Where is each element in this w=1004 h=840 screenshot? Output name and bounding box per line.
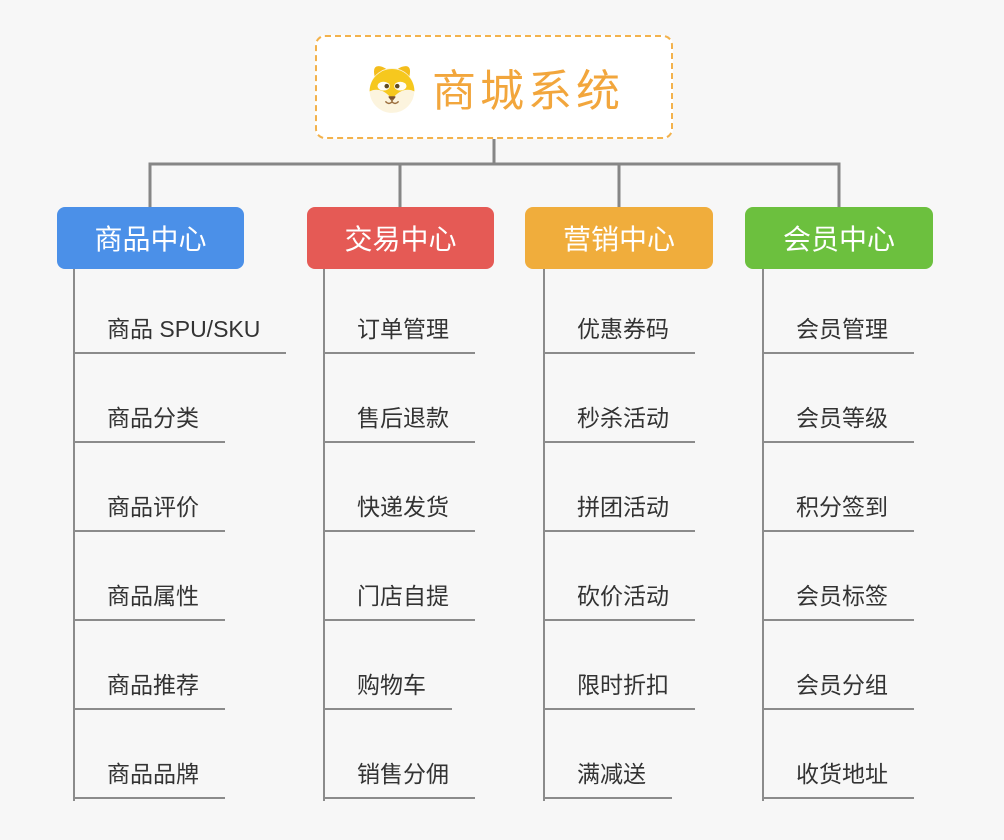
branch-node-trade-center[interactable]: 交易中心 xyxy=(307,207,494,269)
sub-topic[interactable]: 会员分组 xyxy=(762,670,914,710)
branch-children-member-center: 会员管理 会员等级 积分签到 会员标签 会员分组 收货地址 xyxy=(762,269,992,802)
sub-topic[interactable]: 砍价活动 xyxy=(543,581,695,621)
sub-topic[interactable]: 积分签到 xyxy=(762,492,914,532)
branch-label: 营销中心 xyxy=(562,224,675,255)
sub-topic[interactable]: 会员等级 xyxy=(762,403,914,443)
sub-topic[interactable]: 收货地址 xyxy=(762,759,914,799)
branch-children-product-center: 商品 SPU/SKU 商品分类 商品评价 商品属性 商品推荐 商品品牌 xyxy=(73,269,303,802)
sub-topic[interactable]: 拼团活动 xyxy=(543,492,695,532)
sub-topic[interactable]: 商品推荐 xyxy=(73,670,225,710)
sub-topic[interactable]: 销售分佣 xyxy=(323,759,475,799)
branch-node-member-center[interactable]: 会员中心 xyxy=(745,207,933,269)
branch-children-marketing-center: 优惠券码 秒杀活动 拼团活动 砍价活动 限时折扣 满减送 xyxy=(543,269,773,802)
sub-topic[interactable]: 优惠券码 xyxy=(543,314,695,354)
branch-node-marketing-center[interactable]: 营销中心 xyxy=(525,207,713,269)
dog-icon xyxy=(369,66,415,113)
sub-topic[interactable]: 商品评价 xyxy=(73,492,225,532)
branch-label: 会员中心 xyxy=(782,224,895,255)
sub-topic[interactable]: 商品属性 xyxy=(73,581,225,621)
sub-topic[interactable]: 会员标签 xyxy=(762,581,914,621)
branch-node-product-center[interactable]: 商品中心 xyxy=(57,207,244,269)
sub-topic[interactable]: 限时折扣 xyxy=(543,670,695,710)
sub-topic[interactable]: 商品 SPU/SKU xyxy=(73,314,287,354)
branch-label: 商品中心 xyxy=(94,224,207,255)
sub-topic[interactable]: 售后退款 xyxy=(323,403,475,443)
sub-topic[interactable]: 快递发货 xyxy=(323,492,475,532)
sub-topic[interactable]: 购物车 xyxy=(323,670,452,710)
root-title: 商城系统 xyxy=(432,67,624,116)
root-node[interactable]: 商城系统 xyxy=(315,35,673,139)
sub-topic[interactable]: 商品分类 xyxy=(73,403,225,443)
branch-children-trade-center: 订单管理 售后退款 快递发货 门店自提 购物车 销售分佣 xyxy=(323,269,553,802)
sub-topic[interactable]: 秒杀活动 xyxy=(543,403,695,443)
sub-topic[interactable]: 门店自提 xyxy=(323,581,475,621)
branch-label: 交易中心 xyxy=(344,224,457,255)
sub-topic[interactable]: 满减送 xyxy=(543,759,672,799)
sub-topic[interactable]: 订单管理 xyxy=(323,314,475,354)
sub-topic[interactable]: 商品品牌 xyxy=(73,759,225,799)
sub-topic[interactable]: 会员管理 xyxy=(762,314,914,354)
